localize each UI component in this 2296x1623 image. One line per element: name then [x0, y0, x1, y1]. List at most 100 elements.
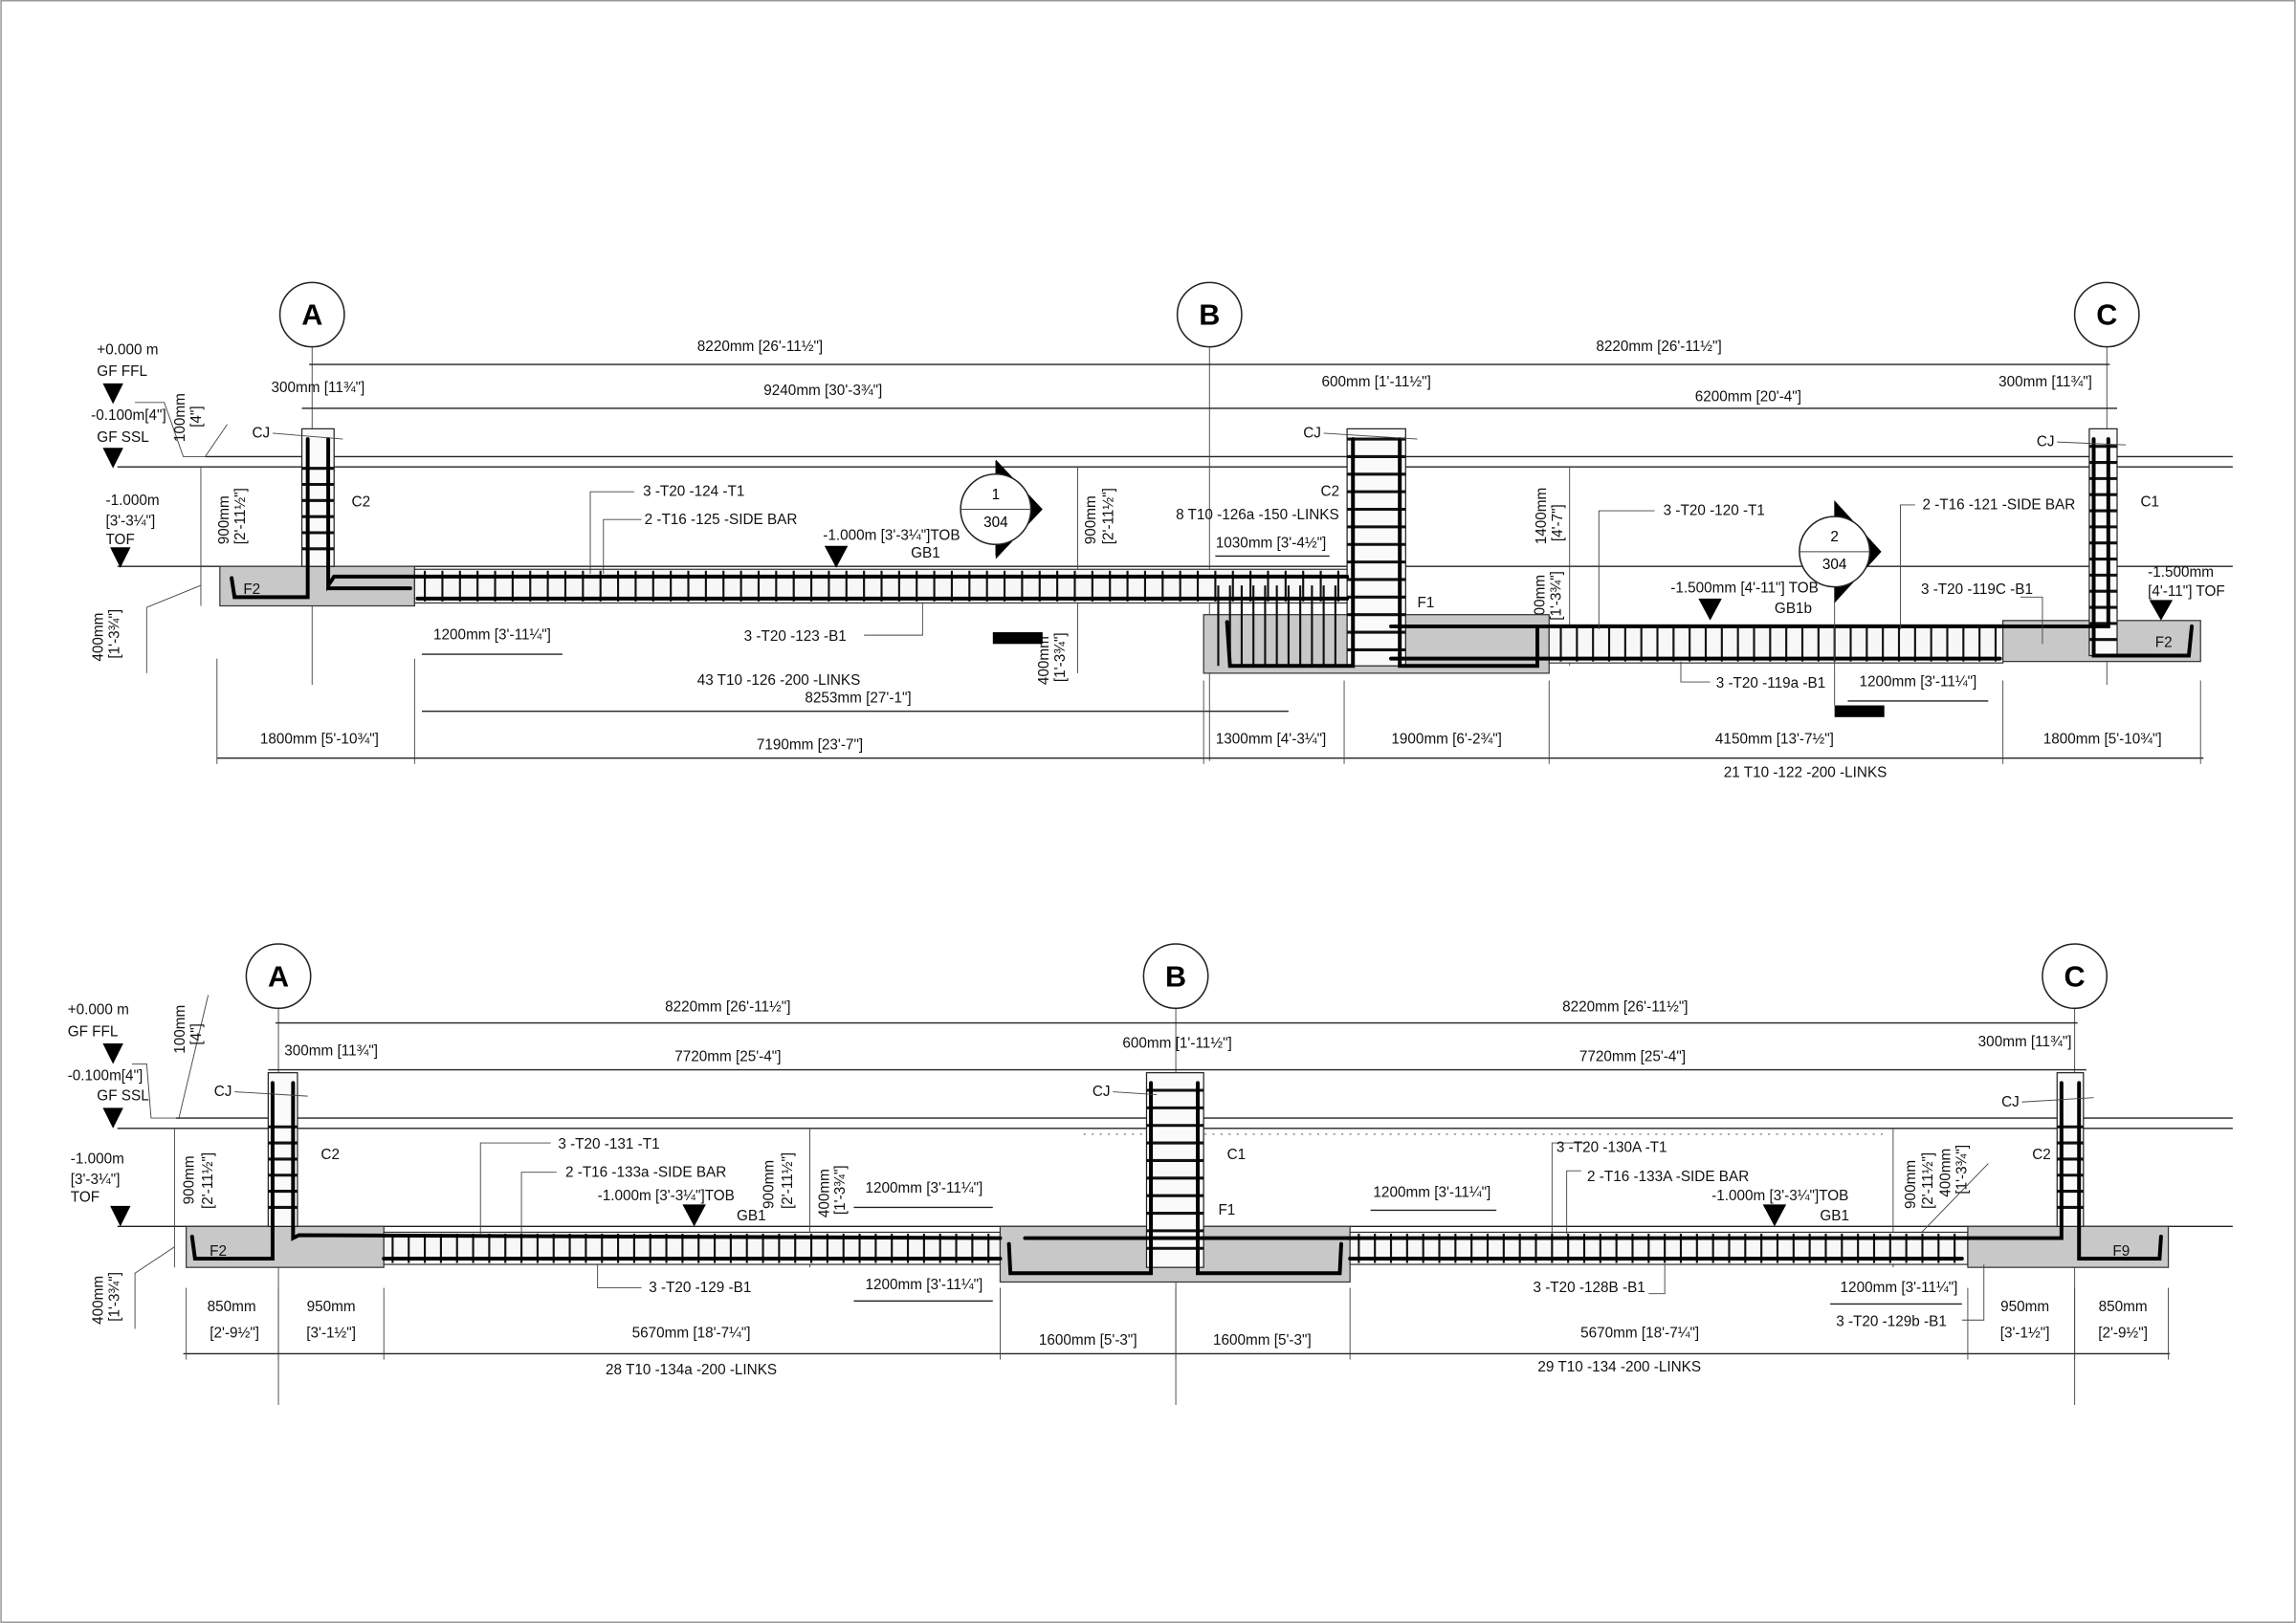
top-bar — [326, 437, 1350, 592]
column-bar — [2091, 437, 2195, 658]
section-number: 2 — [1830, 529, 1839, 545]
section-marker-2[interactable]: 2 304 — [1799, 500, 1882, 706]
rebar-callout: 2 -T16 -133A -SIDE BAR — [1587, 1169, 1749, 1185]
column-label: C1 — [2140, 493, 2159, 510]
column-label: C2 — [2032, 1147, 2051, 1163]
dimension-text: [1'-3¾"] — [1052, 632, 1069, 682]
column-label: C2 — [1321, 484, 1340, 500]
level-leader — [135, 402, 206, 457]
leader-line — [1551, 1142, 1585, 1234]
links-callout: 28 T10 -134a -200 -LINKS — [606, 1362, 777, 1378]
column-label: C2 — [320, 1147, 340, 1163]
beam-label: GB1 — [1820, 1208, 1849, 1224]
rebar-callout: 2 -T16 -125 -SIDE BAR — [645, 512, 798, 528]
level-name: GF FFL — [68, 1023, 119, 1040]
grid-bubble-b: B — [1142, 943, 1209, 1010]
column-bar — [1006, 1081, 1154, 1276]
slab-leader — [205, 424, 228, 457]
beam-label: GB1 — [737, 1208, 766, 1224]
dimension-text: 600mm [1'-11½"] — [1122, 1036, 1231, 1052]
level-triangle-icon — [102, 1108, 123, 1129]
footing-f9 — [1967, 1225, 2170, 1268]
links-callout: 43 T10 -126 -200 -LINKS — [697, 672, 861, 689]
level-value: +0.000 m — [97, 341, 158, 358]
beam-label: GB1 — [911, 545, 940, 561]
level-value: +0.000 m — [68, 1001, 129, 1018]
column-bar — [2077, 1081, 2163, 1261]
links-callout: 8 T10 -126a -150 -LINKS — [1176, 507, 1339, 523]
leader-line — [272, 432, 343, 440]
grid-bubble-c: C — [2042, 943, 2108, 1010]
column-c2-b — [1346, 428, 1406, 667]
level-callout: -1.000m [3'-3¼"]TOB — [823, 528, 960, 544]
dimension-ticks — [186, 1287, 2170, 1360]
level-name: [4'-11"] TOF — [2148, 583, 2225, 600]
footing-label: F2 — [2155, 634, 2173, 650]
construction-joint-label: CJ — [1093, 1084, 1111, 1100]
rebar-callout: 3 -T20 -131 -T1 — [558, 1136, 659, 1152]
dimension-text: 900mm — [1903, 1160, 1919, 1209]
leader-line — [1680, 661, 1711, 683]
section-marker-1[interactable]: 1 304 — [960, 459, 1043, 559]
level-triangle-icon — [682, 1204, 706, 1227]
dimension-text: 1400mm — [1534, 488, 1550, 545]
level-callout: -1.000m [3'-3¼"]TOB — [1711, 1188, 1848, 1204]
grid-bubble-c: C — [2073, 281, 2140, 348]
level-value: -1.500mm — [2148, 564, 2214, 581]
rebar-callout: 3 -T20 -119C -B1 — [1921, 581, 2033, 598]
dimension-text: [1'-3¾"] — [106, 1272, 122, 1322]
dimension-text: [2'-11½"] — [780, 1152, 796, 1209]
dimension-text: [4"] — [188, 1023, 205, 1044]
leader-line — [1598, 510, 1655, 629]
dimension-text: 7720mm [25'-4"] — [1579, 1048, 1686, 1064]
dimension-text: 300mm [11¾"] — [284, 1042, 378, 1059]
dimension-text: [4"] — [188, 406, 205, 427]
column-bar — [230, 437, 310, 600]
dimension-ticks — [216, 658, 2201, 764]
links-callout: 29 T10 -134 -200 -LINKS — [1537, 1359, 1701, 1375]
level-triangle-icon — [102, 1043, 123, 1064]
dimension-text: [2'-9½"] — [2098, 1326, 2148, 1342]
dimension-text: 8220mm [26'-11½"] — [1596, 339, 1721, 355]
level-callout: -1.000m [3'-3¼"]TOB — [598, 1188, 735, 1204]
dimension-text: 1600mm [5'-3"] — [1039, 1332, 1137, 1349]
dimension-text: 850mm — [2099, 1299, 2148, 1315]
dimension-text: 100mm — [172, 393, 188, 442]
column-c1-b — [1145, 1072, 1204, 1268]
top-bar — [1389, 437, 2110, 628]
level-triangle-icon — [110, 547, 131, 568]
dimension-text: 7720mm [25'-4"] — [674, 1048, 781, 1064]
level-name: TOF — [105, 532, 134, 548]
dimension-text: [3'-1½"] — [2000, 1326, 2050, 1342]
dimension-text: 900mm — [761, 1160, 777, 1209]
grid-bubble-a: A — [245, 943, 312, 1010]
dimension-text: 1800mm [5'-10¾"] — [2043, 731, 2162, 747]
level-callout: -1.500mm [4'-11"] TOB — [1670, 581, 1819, 597]
dimension-text: 8220mm [26'-11½"] — [665, 998, 790, 1015]
leader-line — [2020, 596, 2043, 645]
leader-line — [589, 491, 634, 574]
dimension-text: 600mm [1'-11½"] — [1322, 374, 1431, 390]
leader-line — [1648, 1264, 1666, 1295]
dimension-text: 400mm — [1036, 636, 1052, 685]
level-value: -1.000m — [105, 493, 159, 509]
dimension-text: 1200mm [3'-11¼"] — [1373, 1185, 1490, 1201]
leader-line — [864, 603, 923, 636]
level-value: -0.100m[4"] — [68, 1067, 144, 1084]
dimension-text: 1030mm [3'-4½"] — [1216, 535, 1326, 551]
slab-leader — [178, 995, 210, 1119]
footing-label: F1 — [1218, 1202, 1235, 1218]
rebar-callout: 3 -T20 -130A -T1 — [1556, 1139, 1667, 1155]
rebar-callout: 3 -T20 -119a -B1 — [1716, 675, 1826, 691]
section-sheet: 304 — [1822, 557, 1847, 573]
dimension-text: 950mm — [307, 1299, 356, 1315]
leader-line — [234, 1091, 308, 1097]
level-value: -1.000m — [71, 1151, 124, 1168]
column-bar — [189, 1081, 275, 1261]
level-triangle-icon — [110, 1205, 131, 1227]
leader-line — [1900, 504, 1915, 629]
grid-label: C — [2096, 299, 2117, 332]
grid-bubble-a: A — [278, 281, 345, 348]
links-callout: 21 T10 -122 -200 -LINKS — [1724, 765, 1888, 781]
